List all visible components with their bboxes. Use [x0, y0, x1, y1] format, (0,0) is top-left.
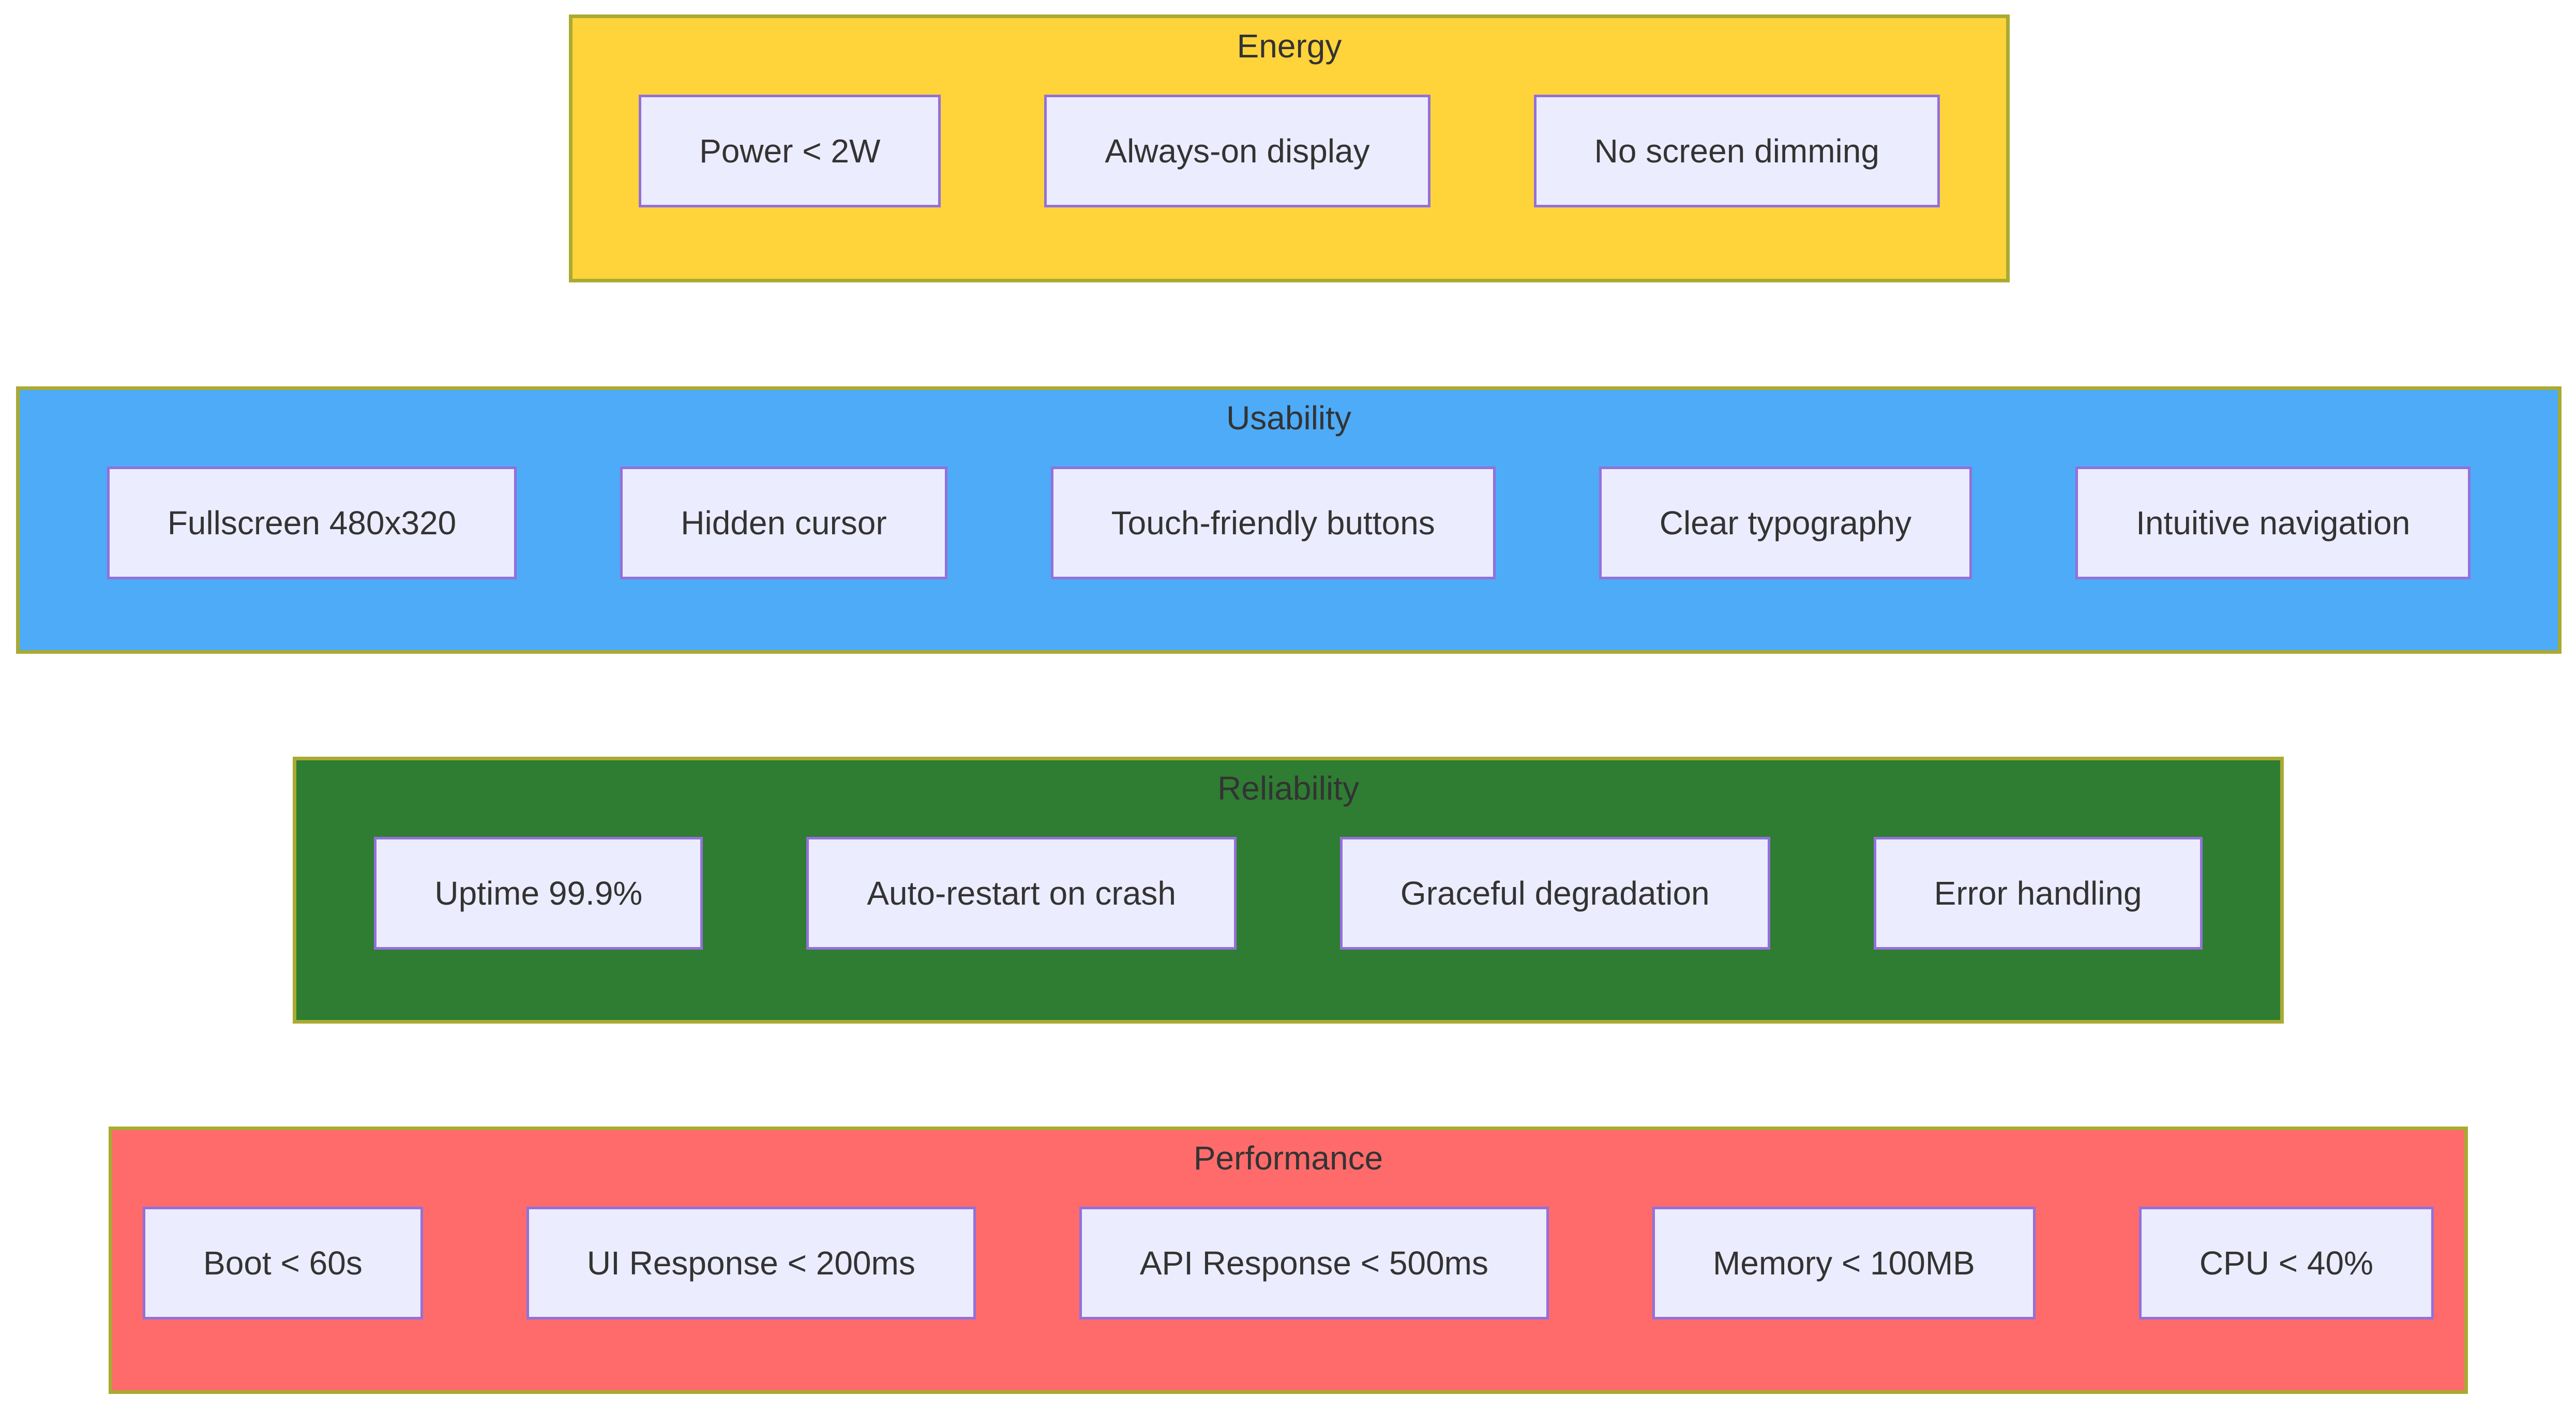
group-usability-nodes: Fullscreen 480x320 Hidden cursor Touch-f…	[107, 467, 2471, 579]
group-reliability-title: Reliability	[1217, 770, 1359, 807]
group-performance-nodes: Boot < 60s UI Response < 200ms API Respo…	[143, 1207, 2434, 1319]
group-energy-nodes: Power < 2W Always-on display No screen d…	[639, 95, 1940, 207]
node-auto-restart: Auto-restart on crash	[806, 837, 1237, 950]
group-usability: Usability Fullscreen 480x320 Hidden curs…	[16, 386, 2562, 654]
node-clear-typography: Clear typography	[1599, 467, 1972, 579]
group-performance-title: Performance	[1193, 1139, 1383, 1177]
group-usability-title: Usability	[1226, 399, 1351, 437]
node-power: Power < 2W	[639, 95, 941, 207]
node-no-screen-dimming: No screen dimming	[1533, 95, 1940, 207]
node-always-on-display: Always-on display	[1044, 95, 1430, 207]
node-boot-time: Boot < 60s	[143, 1207, 423, 1319]
node-ui-response: UI Response < 200ms	[526, 1207, 976, 1319]
node-cpu: CPU < 40%	[2138, 1207, 2434, 1319]
node-graceful-degradation: Graceful degradation	[1339, 837, 1770, 950]
node-fullscreen: Fullscreen 480x320	[107, 467, 517, 579]
node-memory: Memory < 100MB	[1652, 1207, 2036, 1319]
group-energy-title: Energy	[1237, 27, 1342, 65]
group-reliability: Reliability Uptime 99.9% Auto-restart on…	[293, 757, 2284, 1024]
node-intuitive-navigation: Intuitive navigation	[2075, 467, 2471, 579]
node-touch-friendly-buttons: Touch-friendly buttons	[1050, 467, 1496, 579]
group-reliability-nodes: Uptime 99.9% Auto-restart on crash Grace…	[374, 837, 2203, 950]
node-api-response: API Response < 500ms	[1079, 1207, 1549, 1319]
node-hidden-cursor: Hidden cursor	[620, 467, 947, 579]
group-performance: Performance Boot < 60s UI Response < 200…	[109, 1127, 2468, 1394]
group-energy: Energy Power < 2W Always-on display No s…	[569, 14, 2010, 282]
node-uptime: Uptime 99.9%	[374, 837, 703, 950]
node-error-handling: Error handling	[1873, 837, 2203, 950]
